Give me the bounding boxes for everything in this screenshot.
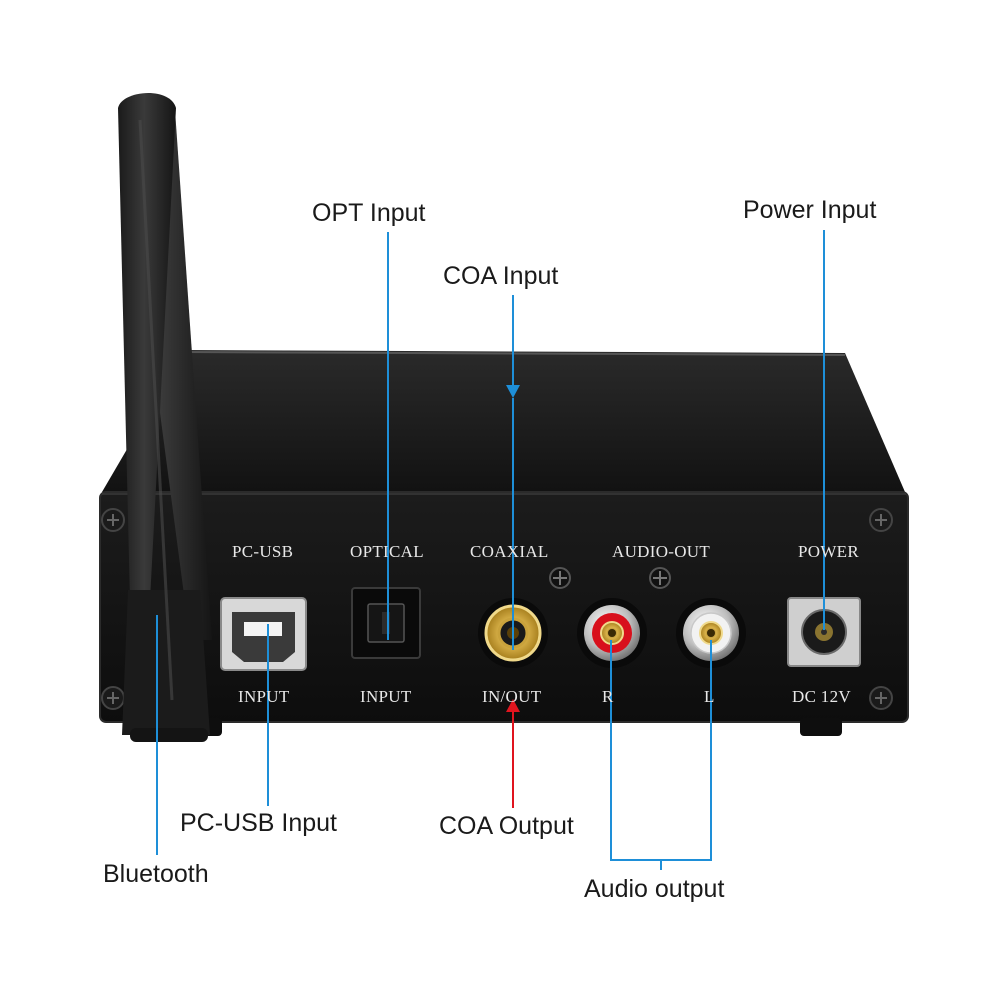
foot-right (800, 718, 842, 736)
callout-coa-input: COA Input (443, 262, 559, 290)
label-r: R (602, 687, 614, 706)
chassis-top-edge (184, 351, 846, 356)
label-in-out: IN/OUT (482, 687, 542, 706)
label-audio-out: AUDIO-OUT (612, 542, 711, 561)
callout-opt-input: OPT Input (312, 199, 426, 227)
label-optical: OPTICAL (350, 542, 424, 561)
usb-b-port (220, 597, 307, 671)
label-l: L (704, 687, 715, 706)
panel-screws (549, 567, 671, 589)
label-power: POWER (798, 542, 859, 561)
dc-power-jack (787, 597, 861, 667)
leader-audio-output (610, 640, 712, 870)
arrow-coa-output (506, 699, 520, 712)
rca-right-red-jack (577, 598, 647, 668)
rca-left-white-jack (676, 598, 746, 668)
callout-power-input: Power Input (743, 196, 877, 224)
label-coaxial: COAXIAL (470, 542, 549, 561)
bluetooth-antenna (118, 92, 212, 742)
arrow-coa-input (506, 385, 520, 398)
chassis-top (102, 350, 905, 492)
corner-screws (101, 508, 893, 710)
callout-pc-usb-input: PC-USB Input (180, 809, 338, 837)
label-pc-usb: PC-USB (232, 542, 294, 561)
callout-bluetooth: Bluetooth (103, 860, 209, 888)
label-input-optical: INPUT (360, 687, 412, 706)
label-input-usb: INPUT (238, 687, 290, 706)
label-dc-12v: DC 12V (792, 687, 851, 706)
callout-coa-output: COA Output (439, 812, 574, 840)
leader-lines (156, 230, 825, 870)
optical-port (351, 587, 421, 659)
callout-audio-output: Audio output (584, 875, 725, 903)
